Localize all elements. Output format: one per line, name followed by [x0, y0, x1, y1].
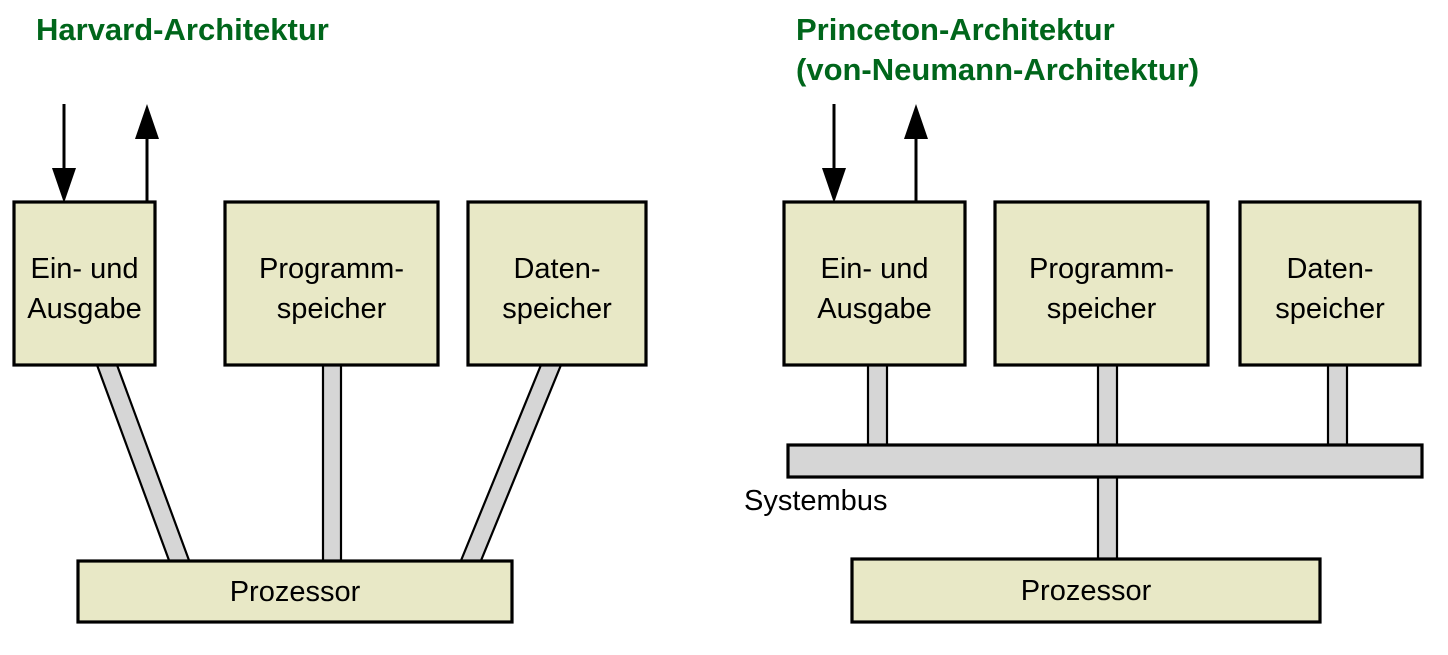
harvard-input-arrow: [52, 104, 76, 203]
harvard-architecture-group: Harvard-Architektur: [12, 12, 648, 624]
harvard-title: Harvard-Architektur: [36, 12, 329, 47]
harvard-output-arrow: [135, 104, 159, 202]
princeton-connector-processor: [1096, 473, 1119, 565]
harvard-node-io: Ein- und Ausgabe: [12, 200, 157, 367]
princeton-processor-label: Prozessor: [1021, 575, 1152, 607]
princeton-node-program-line1: Programm-: [1029, 253, 1174, 285]
princeton-node-io: Ein- und Ausgabe: [782, 200, 967, 367]
harvard-node-io-line1: Ein- und: [30, 253, 138, 285]
harvard-processor: Prozessor: [76, 559, 514, 624]
princeton-connector-io: [866, 363, 889, 449]
princeton-node-data-line1: Daten-: [1286, 253, 1373, 285]
harvard-connector-io: [95, 363, 192, 565]
harvard-node-data-memory: Daten- speicher: [466, 200, 648, 367]
harvard-node-data-line2: speicher: [502, 293, 612, 325]
harvard-node-io-line2: Ausgabe: [27, 293, 142, 325]
princeton-node-io-line2: Ausgabe: [817, 293, 932, 325]
princeton-node-program-line2: speicher: [1047, 293, 1157, 325]
harvard-node-program-line2: speicher: [277, 293, 387, 325]
princeton-node-program-memory: Programm- speicher: [993, 200, 1210, 367]
princeton-node-io-line1: Ein- und: [820, 253, 928, 285]
princeton-processor: Prozessor: [850, 557, 1322, 624]
princeton-connector-program: [1096, 363, 1119, 449]
harvard-connector-program: [321, 363, 343, 565]
princeton-connector-data: [1326, 363, 1349, 449]
princeton-output-arrow: [904, 104, 928, 202]
harvard-node-program-memory: Programm- speicher: [223, 200, 440, 367]
princeton-node-data-line2: speicher: [1275, 293, 1385, 325]
princeton-title-line1: Princeton-Architektur: [796, 12, 1115, 47]
princeton-input-arrow: [822, 104, 846, 203]
princeton-architecture-group: Princeton-Architektur (von-Neumann-Archi…: [744, 12, 1424, 624]
harvard-processor-label: Prozessor: [230, 576, 361, 608]
harvard-node-program-line1: Programm-: [259, 253, 404, 285]
princeton-node-data-memory: Daten- speicher: [1238, 200, 1422, 367]
princeton-title-line2: (von-Neumann-Architektur): [796, 52, 1199, 87]
princeton-system-bus: [786, 443, 1424, 479]
harvard-node-data-line1: Daten-: [513, 253, 600, 285]
princeton-system-bus-label: Systembus: [744, 485, 887, 517]
harvard-connector-data: [458, 363, 563, 565]
